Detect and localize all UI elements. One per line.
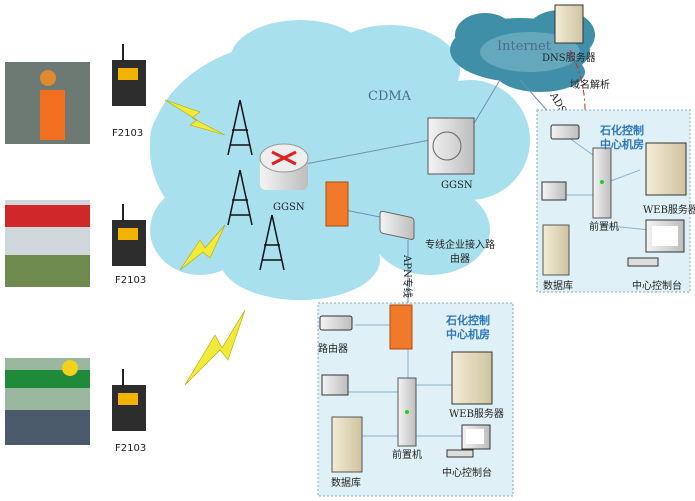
enterprise-router-icon [379, 210, 415, 240]
tower-icons [227, 99, 285, 271]
control-center-top [536, 109, 691, 293]
web-server-label: WEB服务器 [449, 407, 504, 420]
enterprise-router-label: 专线企业接入路 [425, 238, 495, 251]
dns-resolution-line [569, 49, 586, 111]
web-server-label: WEB服务器 [643, 203, 695, 216]
photo-gas-station [5, 200, 90, 287]
terminal-label: F2103 [112, 128, 143, 139]
ggsn-server-icon [427, 117, 475, 175]
room-title: 石化控制 [445, 313, 490, 327]
cdma-label: CDMA [368, 89, 412, 104]
modem-3 [112, 369, 146, 431]
control-center-bottom [317, 302, 514, 497]
cdma-cloud [150, 20, 530, 300]
terminal-label: F2103 [115, 275, 146, 286]
enterprise-router-label: 由器 [450, 252, 470, 265]
lightning-icons [164, 99, 246, 386]
apn-line-label: APN专线 [401, 254, 414, 298]
internet-label: Internet [497, 39, 552, 54]
terminal-label: F2103 [115, 443, 146, 454]
modem-1 [112, 44, 146, 106]
room-title: 中心机房 [600, 137, 644, 151]
firewall-icon [325, 181, 349, 227]
database-label: 数据库 [543, 279, 573, 292]
room-title: 中心机房 [446, 327, 490, 341]
photo-bp-station [5, 358, 90, 445]
frontend-label: 前置机 [589, 220, 619, 233]
router-label: 路由器 [318, 342, 348, 355]
database-label: 数据库 [331, 476, 361, 489]
frontend-label: 前置机 [392, 448, 422, 461]
dns-server-icon [554, 4, 584, 44]
dns-server-label: DNS服务器 [542, 51, 596, 64]
photo-worker [5, 62, 90, 144]
modem-2 [112, 204, 146, 266]
room-title: 石化控制 [599, 123, 644, 137]
domain-resolution-label: 域名解析 [570, 78, 610, 91]
console-label: 中心控制台 [632, 279, 682, 292]
ggsn-router-icon [259, 143, 309, 190]
ggsn-router-label: GGSN [273, 202, 305, 213]
ggsn-server-label: GGSN [441, 180, 473, 191]
console-label: 中心控制台 [442, 466, 492, 479]
